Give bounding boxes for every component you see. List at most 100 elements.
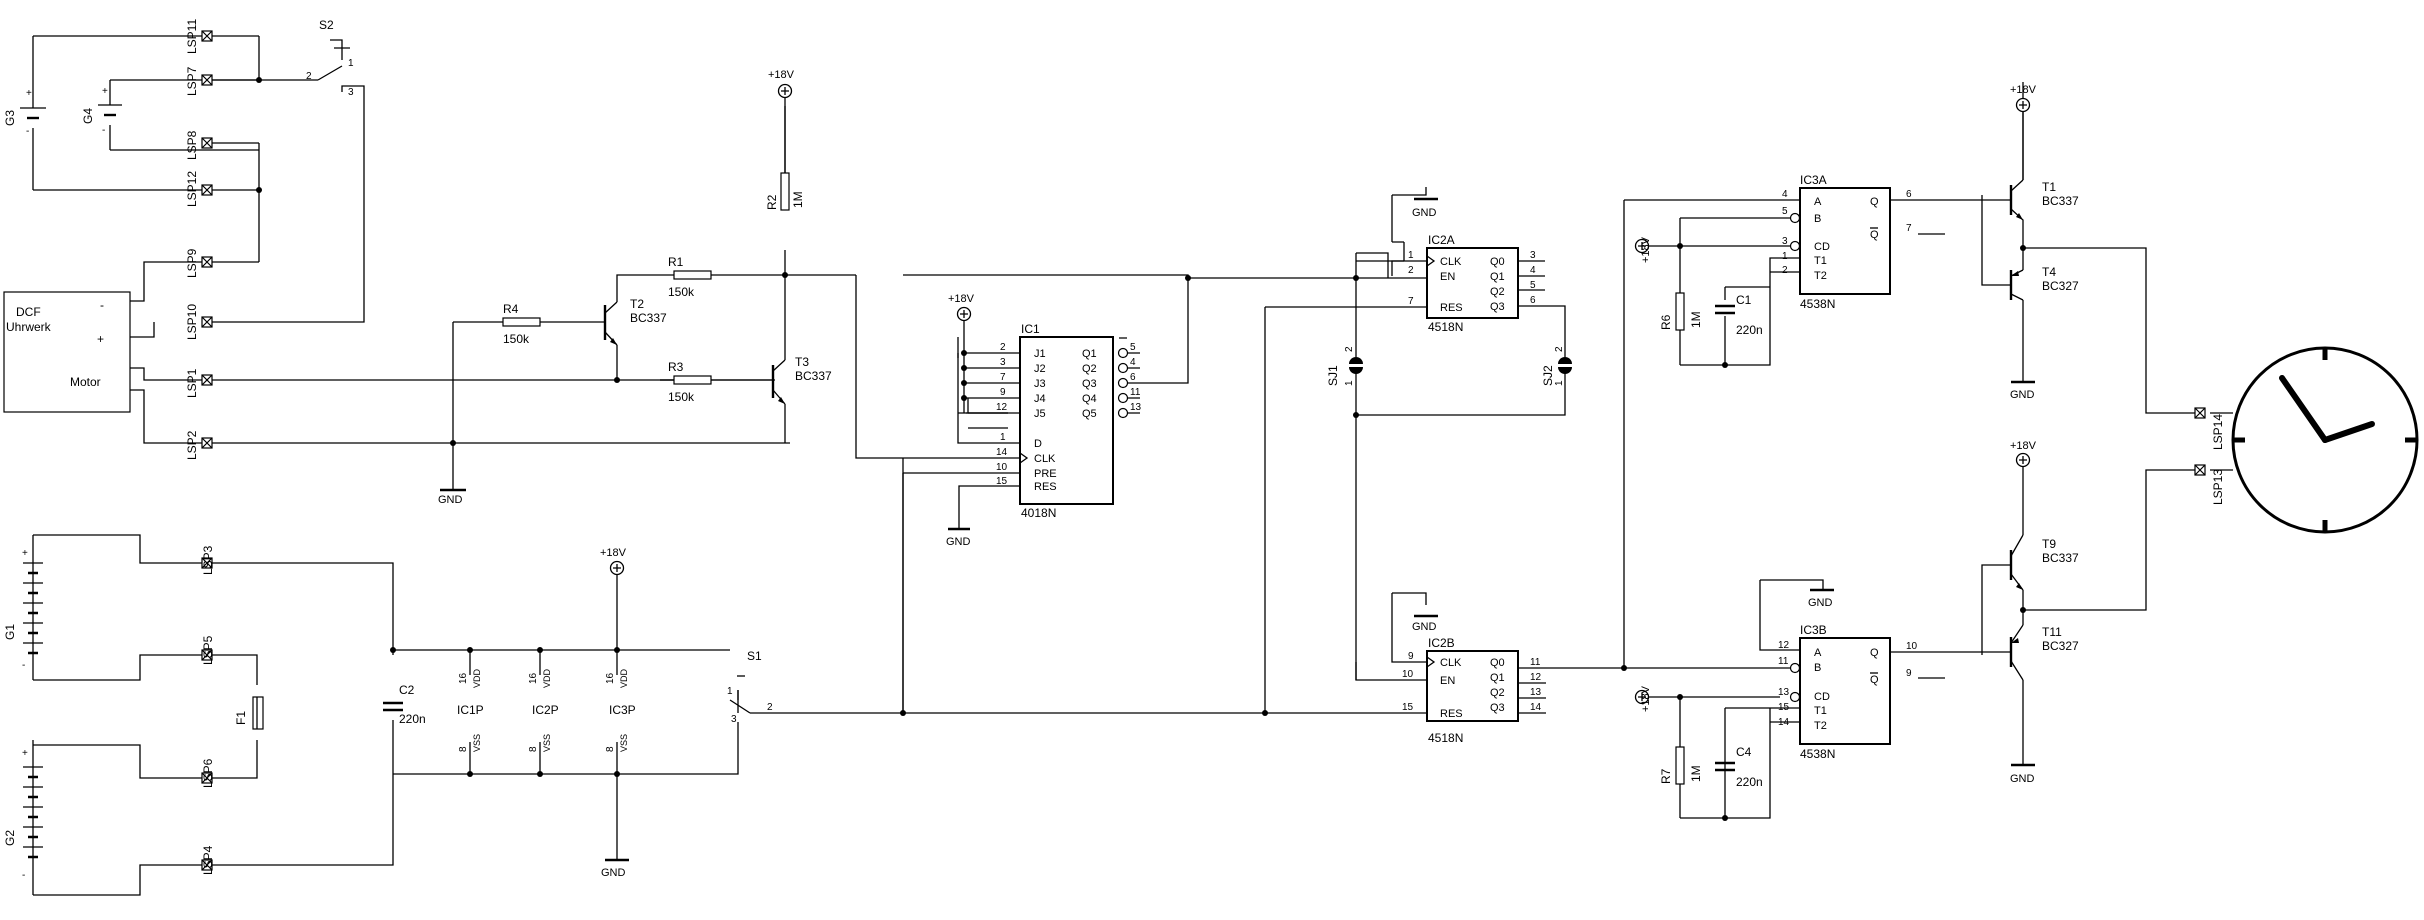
power-pin-ic2p: 16 VDD IC2P 8 VSS <box>528 668 559 752</box>
svg-text:+18V: +18V <box>2010 84 2037 96</box>
svg-text:IC3A: IC3A <box>1800 173 1827 187</box>
svg-text:+: + <box>22 548 28 559</box>
svg-text:220n: 220n <box>1736 323 1763 337</box>
svg-text:VDD: VDD <box>472 668 482 688</box>
svg-text:5: 5 <box>1782 206 1788 217</box>
svg-text:B: B <box>1814 662 1821 674</box>
svg-text:9: 9 <box>1906 668 1912 679</box>
svg-text:T11: T11 <box>2042 625 2062 639</box>
svg-text:BC337: BC337 <box>630 311 667 325</box>
svg-text:T2: T2 <box>630 297 644 311</box>
svg-text:GND: GND <box>2010 389 2035 401</box>
connector-lsp11[interactable]: LSP11 <box>185 19 213 54</box>
svg-text:+18V: +18V <box>1640 685 1652 712</box>
svg-text:5: 5 <box>1530 280 1536 291</box>
power-pin-ic1p: 16 VDD IC1P 8 VSS <box>457 668 484 752</box>
svg-text:Q5: Q5 <box>1082 408 1097 420</box>
svg-text:T2: T2 <box>1814 720 1827 732</box>
gnd-6: GND <box>2010 380 2035 401</box>
svg-text:150k: 150k <box>503 332 530 346</box>
svg-text:BC337: BC337 <box>795 369 832 383</box>
svg-text:LSP1: LSP1 <box>185 368 199 398</box>
connector-lsp5[interactable]: LSP5 <box>201 635 215 665</box>
svg-text:GND: GND <box>2010 773 2035 785</box>
svg-text:G1: G1 <box>3 624 17 640</box>
svg-text:Q2: Q2 <box>1490 687 1505 699</box>
connector-lsp4[interactable]: LSP4 <box>201 845 215 875</box>
svg-text:Q4: Q4 <box>1082 393 1097 405</box>
svg-text:C4: C4 <box>1736 745 1752 759</box>
transistor-t9: T9 BC337 <box>1981 534 2079 652</box>
svg-text:16: 16 <box>528 672 539 684</box>
svg-text:T9: T9 <box>2042 537 2056 551</box>
svg-text:-: - <box>22 870 25 881</box>
svg-text:Q: Q <box>1870 196 1879 208</box>
connector-lsp9[interactable]: LSP9 <box>185 248 213 278</box>
connector-lsp12[interactable]: LSP12 <box>185 171 213 207</box>
svg-text:150k: 150k <box>668 390 695 404</box>
svg-text:Q3: Q3 <box>1490 702 1505 714</box>
svg-text:9: 9 <box>1000 387 1006 398</box>
svg-text:R3: R3 <box>668 360 684 374</box>
svg-text:2: 2 <box>1408 265 1414 276</box>
svg-text:1: 1 <box>1344 380 1355 386</box>
svg-text:R6: R6 <box>1659 314 1673 330</box>
svg-text:12: 12 <box>1530 672 1542 683</box>
connector-lsp14[interactable]: LSP14 <box>2194 407 2225 450</box>
svg-text:1: 1 <box>1000 432 1006 443</box>
svg-text:13: 13 <box>1530 687 1542 698</box>
svg-text:LSP6: LSP6 <box>201 758 215 788</box>
svg-text:Motor: Motor <box>70 375 101 389</box>
svg-text:Q2: Q2 <box>1082 363 1097 375</box>
svg-text:BC337: BC337 <box>2042 551 2079 565</box>
svg-text:T4: T4 <box>2042 265 2056 279</box>
svg-text:-: - <box>102 125 105 136</box>
solder-jumper-sj2: SJ2 2 1 <box>1541 346 1572 386</box>
svg-text:BC327: BC327 <box>2042 279 2079 293</box>
connector-lsp10[interactable]: LSP10 <box>185 304 213 340</box>
svg-text:10: 10 <box>996 462 1008 473</box>
svg-text:C2: C2 <box>399 683 415 697</box>
svg-text:VDD: VDD <box>542 668 552 688</box>
connector-lsp3[interactable]: LSP3 <box>201 545 215 575</box>
svg-text:+: + <box>26 88 32 99</box>
svg-text:R4: R4 <box>503 302 519 316</box>
gnd-1: GND <box>438 488 466 506</box>
svg-text:IC2B: IC2B <box>1428 636 1455 650</box>
svg-text:4: 4 <box>1530 265 1536 276</box>
svg-text:GND: GND <box>1412 621 1437 633</box>
connector-lsp2[interactable]: LSP2 <box>185 430 213 460</box>
supply-18v-2: +18V <box>948 293 975 413</box>
connector-lsp7[interactable]: LSP7 <box>185 66 213 96</box>
battery-g2: +- G2 <box>3 748 43 881</box>
svg-text:IC3P: IC3P <box>609 703 636 717</box>
svg-text:10: 10 <box>1906 641 1918 652</box>
svg-text:LSP3: LSP3 <box>201 545 215 575</box>
svg-text:R1: R1 <box>668 255 684 269</box>
svg-text:8: 8 <box>458 746 469 752</box>
svg-text:LSP2: LSP2 <box>185 430 199 460</box>
supply-18v-1: +18V <box>768 69 795 99</box>
svg-text:8: 8 <box>605 746 616 752</box>
connector-lsp6[interactable]: LSP6 <box>201 758 215 788</box>
svg-text:D: D <box>1034 438 1042 450</box>
svg-text:1: 1 <box>727 686 733 697</box>
svg-text:Q: Q <box>1870 647 1879 659</box>
connector-lsp1[interactable]: LSP1 <box>185 368 213 398</box>
svg-text:IC1P: IC1P <box>457 703 484 717</box>
gnd-7: GND <box>2010 763 2035 785</box>
svg-text:F1: F1 <box>234 711 248 725</box>
svg-text:BC327: BC327 <box>2042 639 2079 653</box>
transistor-t2: T2 BC337 <box>600 297 667 346</box>
svg-text:GND: GND <box>601 867 626 879</box>
dcf-clockwork-box: DCF Uhrwerk - + Motor <box>3 291 131 413</box>
svg-text:EN: EN <box>1440 675 1455 687</box>
svg-text:Uhrwerk: Uhrwerk <box>6 320 52 334</box>
connector-lsp13[interactable]: LSP13 <box>2194 464 2225 505</box>
svg-text:3: 3 <box>1782 236 1788 247</box>
connector-lsp8[interactable]: LSP8 <box>185 130 213 160</box>
svg-text:1: 1 <box>1408 250 1414 261</box>
svg-text:2: 2 <box>1782 265 1788 276</box>
